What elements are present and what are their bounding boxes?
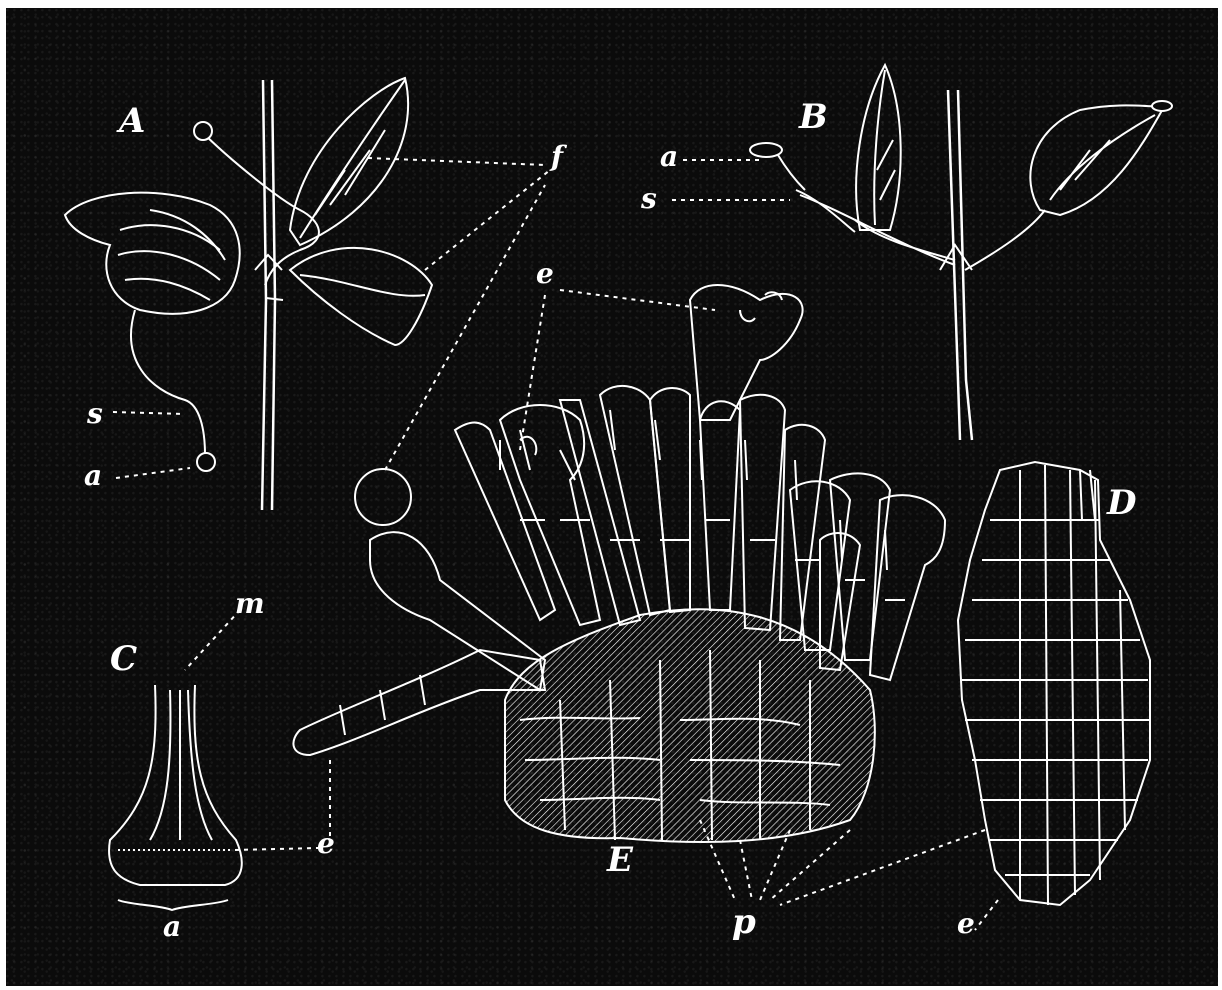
panel-label-e: E [607, 843, 633, 877]
figure-c-section [109, 685, 242, 910]
leader-e-top [560, 290, 715, 310]
leader-e-c [235, 848, 318, 850]
label-m: m [235, 590, 265, 618]
panel-label-c: C [110, 642, 137, 676]
figure-b-stem [796, 90, 1045, 440]
panel-label-d: D [1107, 486, 1136, 520]
label-b-a: a [660, 143, 678, 171]
panel-label-a: A [119, 104, 145, 138]
figure-a-stem [255, 80, 283, 510]
figure-e-base [505, 609, 875, 842]
leader-f-leaf-lower [425, 170, 550, 270]
leader-a-s [113, 412, 185, 414]
leader-m [185, 610, 240, 670]
label-a-s: s [87, 400, 103, 428]
leader-e-hair [520, 295, 545, 450]
figure-a-leaf [290, 78, 432, 345]
label-e-d: e [957, 910, 975, 938]
figure-d-tissue [958, 462, 1150, 905]
label-e-top: e [536, 260, 554, 288]
panel-label-b: B [799, 100, 828, 134]
label-c-a: a [163, 913, 181, 941]
label-f: f [551, 143, 563, 171]
leader-f-hairs [385, 185, 545, 470]
label-p: p [732, 905, 756, 939]
label-a-a: a [84, 462, 102, 490]
label-b-s: s [641, 185, 657, 213]
label-e-c: e [317, 830, 335, 858]
figure-a-flower [65, 193, 240, 314]
leader-a-a [116, 468, 190, 478]
leader-e-d [975, 900, 998, 930]
